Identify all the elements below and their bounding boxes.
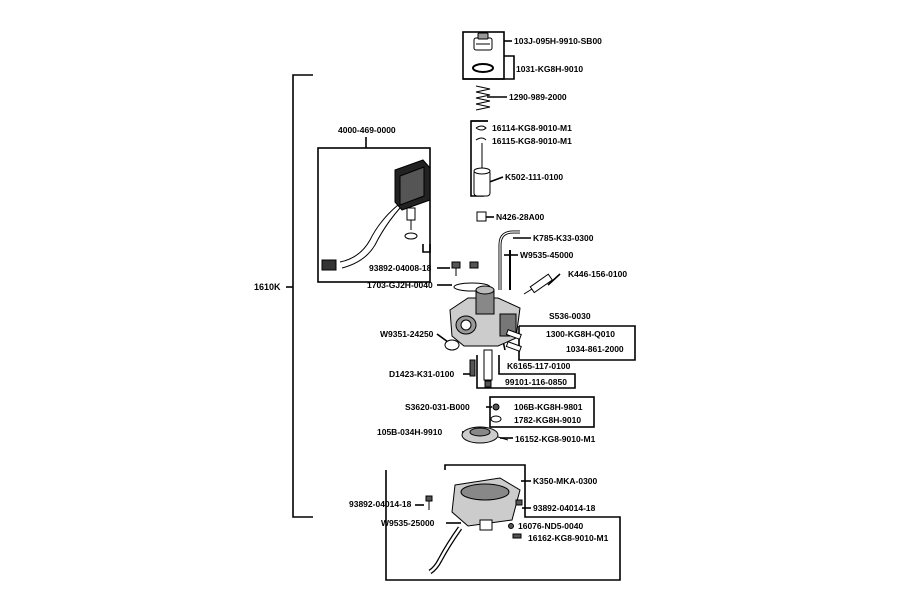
clip-part [475,125,487,131]
float-part [461,426,509,444]
part-label: 93892-04014-18 [533,503,596,513]
part-label: 1703-GJ2H-0040 [367,280,433,290]
part-label: 106B-KG8H-9801 [514,402,583,412]
part-label: S536-0030 [549,311,591,321]
set-screw-part [505,329,522,352]
part-label: 1034-861-2000 [566,344,624,354]
sensor-module-part [321,159,431,271]
float-box [489,396,595,428]
part-label: K6165-117-0100 [507,361,571,371]
plug-part [508,523,514,529]
sensor-box [317,147,431,283]
part-label: 1782-KG8H-9010 [514,415,582,425]
part-label: K502-111-0100 [505,172,564,182]
part-label: 4000-469-0000 [338,125,396,135]
cap-part [473,32,493,51]
part-label: D1423-K31-0100 [389,369,455,379]
bowl-bolt-part [425,495,523,510]
nut-part [476,211,487,222]
part-label: K446-156-0100 [568,269,628,279]
spring-part [475,85,491,111]
part-label: W9351-24250 [380,329,434,339]
part-label: 99101-116-0850 [505,377,567,387]
assembly-bracket [292,74,313,518]
part-label: 103J-095H-9910-SB00 [514,36,602,46]
part-label: 16076-ND5-0040 [518,521,584,531]
carburetor-body-part [449,285,521,347]
part-label: K785-K33-0300 [533,233,594,243]
o-ring-part [444,339,460,351]
part-label: W9535-25000 [381,518,435,528]
part-label: 16115-KG8-9010-M1 [492,136,572,146]
bowl-box [385,464,621,581]
part-label: 93892-04008-18 [369,263,432,273]
part-label: S3620-031-B000 [405,402,470,412]
jet-box [476,355,576,389]
part-label: 1031-KG8H-9010 [516,64,584,74]
part-label: 1300-KG8H-Q010 [546,329,615,339]
bolt-part [451,261,479,276]
part-label: W9535-45000 [520,250,574,260]
part-label: 1290-989-2000 [509,92,567,102]
part-label: K350-MKA-0300 [533,476,598,486]
root-assembly-label: 1610K [254,282,281,292]
part-label: 16152-KG8-9010-M1 [515,434,596,444]
part-label: 93892-04014-18 [349,499,412,509]
part-label: 16114-KG8-9010-M1 [492,123,572,133]
float-screw-part [492,403,500,411]
part-label: N426-28A00 [496,212,545,222]
part-label: 105B-034H-9910 [377,427,443,437]
drain-screw-part [469,359,476,377]
part-label: 16162-KG8-9010-M1 [528,533,609,543]
jet-holder-part [483,349,493,388]
seal-ring-part [472,63,494,73]
adjust-screw-part [523,273,554,295]
float-bowl-part [451,477,521,531]
